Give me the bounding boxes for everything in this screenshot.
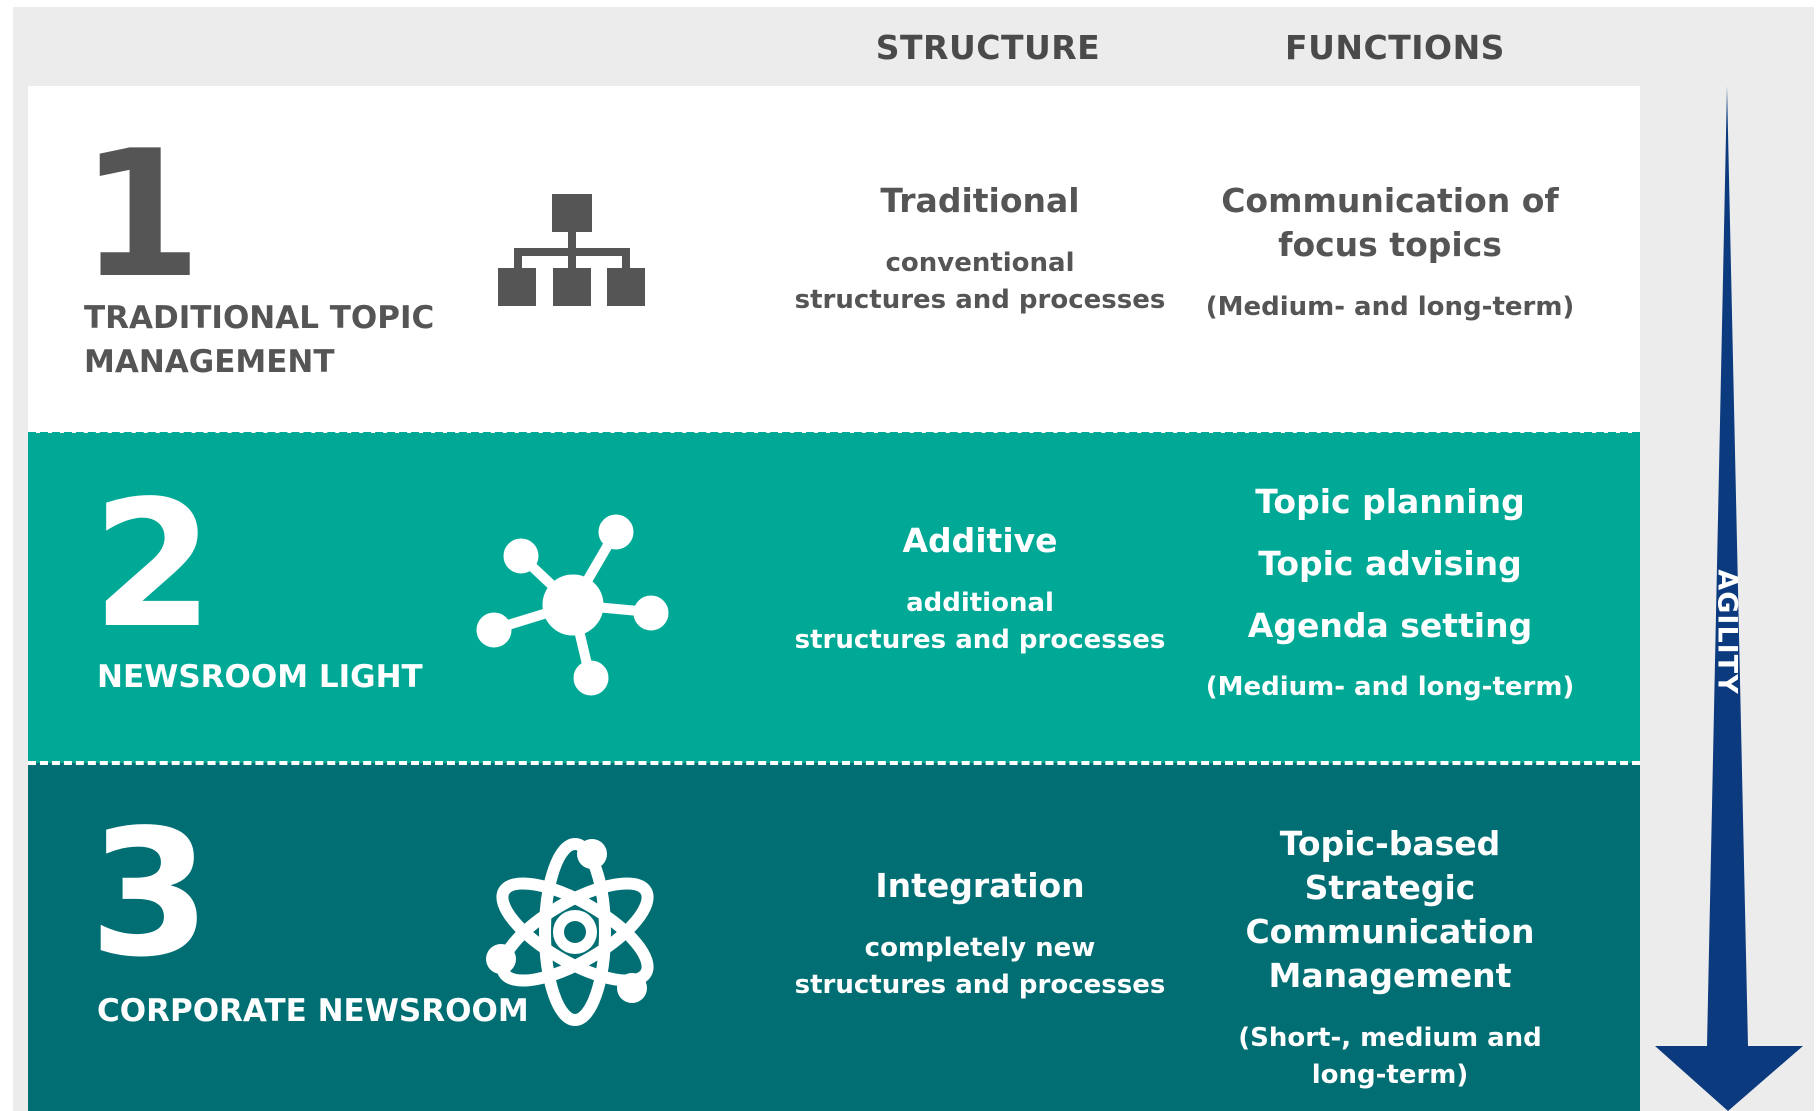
level-title-1: TRADITIONAL TOPIC MANAGEMENT [84,296,434,384]
functions-cell-3: Topic-based Strategic Communication Mana… [1180,822,1600,1094]
functions-3-line3: Management [1268,956,1512,995]
functions-1-line1: Communication of [1221,181,1559,220]
functions-1-line2: focus topics [1278,225,1502,264]
level-number-2: 2 [92,464,214,667]
agility-arrow [1655,86,1803,1111]
level-title-3: CORPORATE NEWSROOM [97,993,529,1029]
structure-desc-3-line1: completely new [864,933,1096,963]
structure-desc-1-line2: structures and processes [794,285,1166,315]
functions-note-1: (Medium- and long-term) [1205,292,1575,322]
structure-title-3: Integration [875,866,1085,905]
structure-cell-2: Additive additional structures and proce… [790,519,1170,659]
structure-desc-1-line1: conventional [885,248,1075,278]
atom-icon [486,838,654,1026]
structure-title-2: Additive [902,521,1058,560]
structure-title-1: Traditional [880,181,1080,220]
level-title-1-line1: TRADITIONAL TOPIC [84,300,435,336]
functions-note-3-line1: (Short-, medium and [1238,1023,1542,1053]
structure-header: STRUCTURE [875,28,1101,67]
functions-cell-1: Communication of focus topics (Medium- a… [1180,179,1600,326]
level-title-2: NEWSROOM LIGHT [97,659,423,695]
structure-cell-3: Integration completely new structures an… [790,864,1170,1004]
network-hub-icon [476,514,669,696]
functions-note-3-line2: long-term) [1311,1060,1469,1090]
structure-cell-1: Traditional conventional structures and … [790,179,1170,319]
structure-desc-2-line2: structures and processes [794,625,1166,655]
level-title-1-line2: MANAGEMENT [84,344,335,380]
functions-3-line1: Topic-based [1279,824,1501,863]
functions-3-line2: Strategic Communication [1245,868,1535,951]
functions-2-line3: Agenda setting [1247,606,1533,645]
row-corporate-newsroom [28,763,1640,1111]
functions-header: FUNCTIONS [1285,28,1505,67]
functions-2-line2: Topic advising [1258,544,1522,583]
level-number-3: 3 [89,793,211,996]
row-divider-1 [28,432,1640,436]
row-traditional-topic-management [28,86,1640,433]
structure-desc-3-line2: structures and processes [794,970,1166,1000]
row-divider-2 [28,761,1640,765]
org-chart-icon [498,194,645,306]
agility-label: AGILITY [1711,569,1743,695]
structure-desc-2-line1: additional [906,588,1054,618]
functions-cell-2: Topic planning Topic advising Agenda set… [1180,471,1600,706]
functions-2-line1: Topic planning [1255,482,1525,521]
level-number-1: 1 [80,114,202,317]
row-newsroom-light [28,433,1640,767]
functions-note-2: (Medium- and long-term) [1205,672,1575,702]
